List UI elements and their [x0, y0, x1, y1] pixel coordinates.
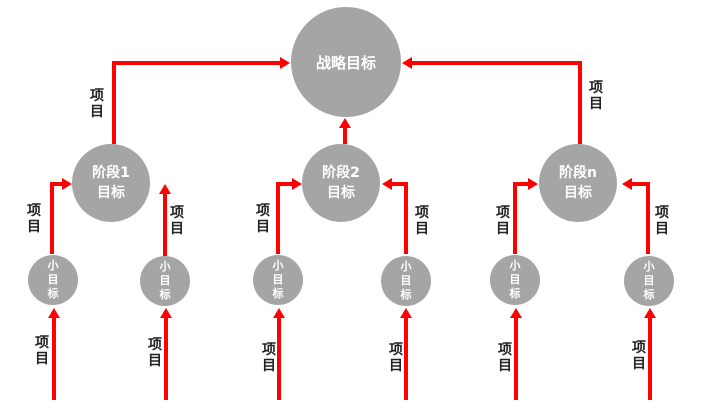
arrowhead-sub5: [528, 178, 538, 190]
sub-goal-label-3: 小 目 标: [272, 259, 284, 300]
project-arrowhead-5: [510, 308, 522, 318]
sub-goal-node-6: 小 目 标: [624, 256, 674, 306]
project-label-mid-2: 项 目: [170, 205, 184, 237]
connector-stage1-right: [112, 61, 282, 65]
project-label-bottom-3: 项 目: [262, 342, 276, 374]
arrowhead-to-top-left: [280, 57, 290, 69]
project-label-bottom-1: 项 目: [35, 335, 49, 367]
project-label-mid-3: 项 目: [256, 203, 270, 235]
connector-sub6-up: [646, 182, 650, 254]
project-label-bottom-5: 项 目: [498, 342, 512, 374]
connector-sub5-up: [513, 182, 517, 254]
sub-goal-node-2: 小 目 标: [140, 256, 190, 306]
connector-stage2-up: [343, 126, 347, 144]
project-label-mid-1: 项 目: [27, 203, 41, 235]
connector-sub3-right: [276, 182, 292, 186]
project-label-mid-4: 项 目: [415, 205, 429, 237]
arrowhead-sub6: [622, 178, 632, 190]
stage2-goal-node: 阶段2 目标: [302, 144, 380, 222]
sub-goal-label-6: 小 目 标: [643, 260, 655, 301]
connector-sub1-right: [50, 182, 64, 186]
strategic-goal-label: 战略目标: [315, 53, 376, 72]
arrowhead-to-top-center: [339, 118, 351, 128]
sub-goal-node-3: 小 目 标: [253, 255, 303, 305]
stagen-label-line2: 目标: [564, 185, 592, 201]
connector-sub3-up: [276, 182, 280, 254]
connector-sub1-up: [50, 182, 54, 254]
sub-goal-label-2: 小 目 标: [159, 260, 171, 301]
stagen-label-line1: 阶段n: [559, 165, 597, 181]
project-label-mid-5: 项 目: [496, 205, 510, 237]
stage2-label-line2: 目标: [327, 185, 355, 201]
connector-sub6-left: [630, 182, 650, 186]
project-line-6: [648, 318, 652, 400]
sub-goal-label-4: 小 目 标: [400, 260, 412, 301]
stage1-label-line2: 目标: [97, 185, 125, 201]
project-arrowhead-4: [400, 308, 412, 318]
sub-goal-label-5: 小 目 标: [509, 259, 521, 300]
stage1-goal-node: 阶段1 目标: [72, 144, 150, 222]
project-line-4: [404, 318, 408, 400]
project-label-bottom-4: 项 目: [389, 342, 403, 374]
project-label-mid-6: 项 目: [655, 205, 669, 237]
stage1-label-line1: 阶段1: [92, 165, 130, 181]
project-line-5: [514, 318, 518, 400]
project-label-bottom-2: 项 目: [148, 337, 162, 369]
connector-sub5-right: [513, 182, 529, 186]
project-line-3: [277, 318, 281, 400]
sub-goal-node-5: 小 目 标: [490, 255, 540, 305]
project-label-top-right: 项 目: [589, 80, 603, 112]
project-arrowhead-2: [160, 308, 172, 318]
connector-stagen-left: [412, 61, 582, 65]
connector-stage1-up: [112, 62, 116, 144]
project-line-1: [52, 318, 56, 400]
arrowhead-sub4: [382, 178, 392, 190]
stagen-goal-node: 阶段n 目标: [539, 144, 617, 222]
project-label-top-left: 项 目: [90, 88, 104, 120]
project-label-bottom-6: 项 目: [632, 340, 646, 372]
arrowhead-sub1: [62, 178, 72, 190]
sub-goal-node-4: 小 目 标: [381, 256, 431, 306]
connector-stagen-up: [578, 62, 582, 144]
connector-sub4-left: [392, 182, 408, 186]
sub-goal-node-1: 小 目 标: [28, 255, 78, 305]
strategic-goal-node: 战略目标: [291, 7, 401, 117]
stage2-label-line1: 阶段2: [322, 165, 360, 181]
project-arrowhead-6: [644, 308, 656, 318]
arrowhead-sub2: [159, 184, 171, 194]
sub-goal-label-1: 小 目 标: [47, 259, 59, 300]
arrowhead-sub3: [292, 178, 302, 190]
project-arrowhead-1: [48, 308, 60, 318]
arrowhead-to-top-right: [402, 57, 412, 69]
connector-sub2-up: [163, 192, 167, 256]
connector-sub4-up: [404, 182, 408, 254]
project-line-2: [164, 318, 168, 400]
project-arrowhead-3: [273, 308, 285, 318]
